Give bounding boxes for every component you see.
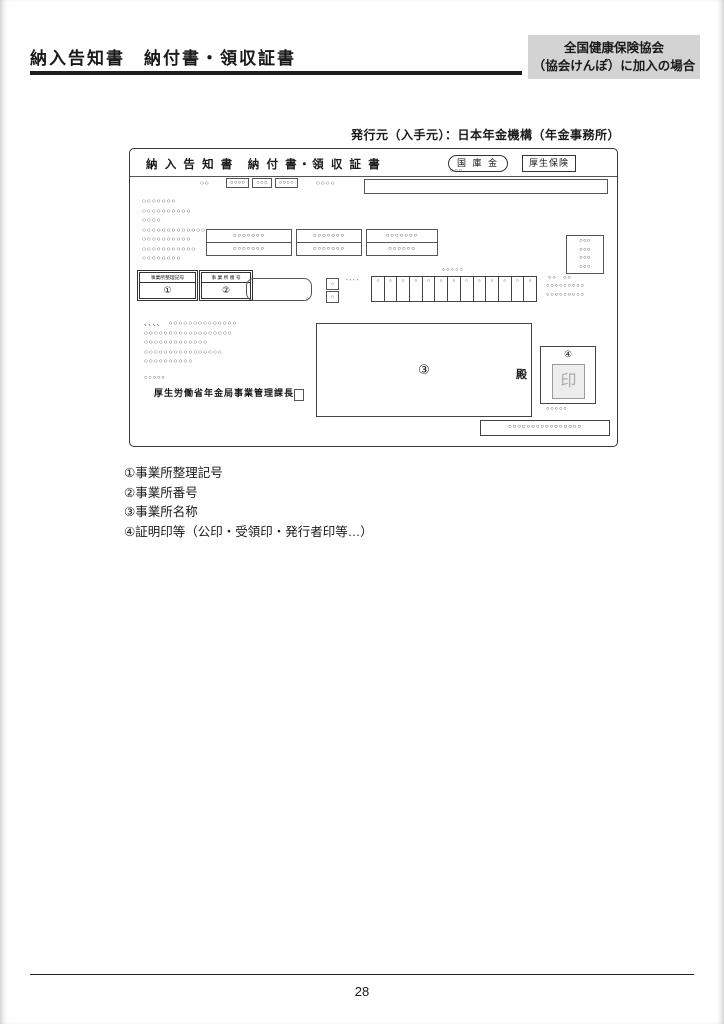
dono-honorific: 殿 [516,369,527,381]
mid-field-row: ○○○○○○○ [297,242,361,255]
amount-grid-cell: ○ [472,277,486,301]
top-long-field [364,179,608,194]
office-name-number: ③ [418,362,430,377]
mid-field-box: ○○○○○○○ ○○○○○○○ [296,229,362,256]
jigyosho-seiri-kigo-label: 事業所整理記号 [140,273,195,283]
legend-item-1: ①事業所整理記号 [124,466,223,480]
placeholder-line: ○○○○○○○○○○○○○○○○○○ [144,329,233,337]
title-underline [30,71,522,75]
jigyosho-bango-label: 事 業 所 番 号 [202,273,250,283]
top-cell-row: ○○○○ ○○○ ○○○○ [226,178,299,188]
jigyosho-seiri-kigo-box: 事業所整理記号 ① [136,269,199,302]
mid-field-box: ○○○○○○○ ○○○○○○○ [206,229,292,256]
amount-grid-cell: ○ [485,277,498,301]
mid-field-row: ○○○○○○○ [232,233,266,239]
placeholder-line: ○○○○○○○○ [142,255,182,262]
right-pair-placeholder: ○○ ○○ [548,275,572,281]
legend-item-2: ②事業所番号 [124,485,198,500]
right-line-placeholder: ○○○○○○○○○ [546,283,585,289]
amount-grid-cell: ○ [421,277,435,301]
placeholder-line: ○○○○○○○○○○ [144,358,194,365]
form-number-box: ○○○○○○○○○○○○○○○○ [480,420,610,436]
placeholder-line: ○○○○○○○○○○ [142,236,192,243]
left-placeholder-block: ○○○○○○○ ○○○○○○○○○○ ○○○○ ○○○○○○○○○○○○○ ○○… [142,197,206,264]
placeholder-line: ○○○○○○○○○○○ [142,245,197,253]
top-right-placeholder: ○○○ [450,168,463,174]
footer-rule [30,974,694,975]
jigyosho-bango-value: ② [221,285,231,295]
tick-marks: 、、、、 [346,276,363,282]
amount-grid-cell: ○ [497,277,511,301]
placeholder-line: ○○○○○○○○○○ [142,207,192,215]
placeholder-line: 、、、、 ○○○○○○○○○○○○○○ [144,320,238,327]
amount-grid-cell: ○ [434,277,447,301]
source-note: 発行元（入手元）：日本年金機構（年金事務所） [350,128,620,142]
mid-field-row: ○○○○○○○ [207,242,291,255]
page-title: 納入告知書 納付書・領収証書 [30,49,296,68]
rounded-field-mark: ○ [306,296,310,301]
mid-field-row: ○○○○○○○ [312,233,346,239]
right-box-line: ○○○ [579,263,591,270]
mid-field-box: ○○○○○○○ ○○○○○○ [366,229,438,256]
top-cell: ○○○○ [226,178,250,188]
placeholder-line: ○○○○○○○○○○○○○ [144,339,209,346]
issuer-seal-box [294,389,304,401]
legend-item-3: ③事業所名称 [124,505,198,519]
top-cell: ○○○○ [274,178,299,188]
jigyosho-seiri-kigo-value: ① [163,285,172,295]
placeholder-line: ○○○○○○○○○○○○○ [142,226,207,234]
jigyosho-bango-box: 事 業 所 番 号 ② [198,269,254,302]
legend-item-4: ④証明印等（公印・受領印・発行者印等…） [124,524,373,539]
legend: ①事業所整理記号 ②事業所番号 ③事業所名称 ④証明印等（公印・受領印・発行者印… [124,464,373,542]
form-title: 納 入 告 知 書 納 付 書・領 収 証 書 [146,159,382,171]
kenpo-badge-line1: 全国健康保険協会 [563,41,664,55]
stacked-cell: ○ [326,278,339,290]
amount-grid-cell: ○ [523,277,536,301]
top-cell: ○○○ [252,178,272,188]
kokko-kin-oval: 国 庫 金 [448,155,508,172]
sample-payment-form: 納 入 告 知 書 納 付 書・領 収 証 書 国 庫 金 厚生保険 ○○ ○○… [129,148,618,447]
amount-grid-cell: ○ [376,278,380,283]
kosei-hoken-box: 厚生保険 [522,155,576,172]
office-name-box: ③ 殿 [316,323,532,417]
form-title-divider [130,176,617,177]
amount-grid-cell: ○ [409,277,422,301]
kenpo-case-badge: 全国健康保険協会 （協会けんぽ）に加入の場合 [528,35,700,80]
top-lead-placeholder: ○○ [200,180,210,187]
page-number: 28 [354,984,370,999]
stacked-cells: ○ ○ [326,278,339,304]
stamp-below-placeholder: ○○○○○ [546,406,568,412]
right-box-line: ○○○ [579,246,591,253]
placeholder-line: ○○○○○○○○○○○○○○○○ [144,348,223,356]
amount-grid-cell: ○ [383,277,397,301]
certification-stamp-box: ④ 印 [540,346,596,404]
placeholder-line: ○○○○ [142,217,162,224]
address-placeholder-block: 、、、、 ○○○○○○○○○○○○○○ ○○○○○○○○○○○○○○○○○○ ○… [144,319,237,367]
kenpo-badge-line2: （協会けんぽ）に加入の場合 [532,59,696,74]
right-box-line: ○○○ [579,255,591,261]
issuer-title: 厚生労働省年金局事業管理課長 [154,388,295,398]
amount-grid-header: ○○○○○ [441,267,465,273]
amount-grid-cell: ○ [510,277,524,301]
right-box-line: ○○○ [579,238,591,244]
stamp-seal-icon: 印 [552,364,585,399]
top-after-placeholder: ○○○○ [316,180,336,187]
stacked-cell: ○ [326,291,339,303]
right-line-placeholder: ○○○○○○○○○ [546,292,585,298]
rounded-field [246,278,312,301]
stamp-number: ④ [563,349,573,359]
mid-field-row: ○○○○○○ [367,242,437,255]
amount-grid-cell: ○ [447,277,460,301]
mid-field-row: ○○○○○○○ [385,233,419,239]
amount-grid-cell: ○ [396,277,409,301]
amount-grid-cell: ○ [459,277,473,301]
placeholder-line: ○○○○○○○ [142,198,177,205]
amount-grid: ○ ○ ○ ○ ○ ○ ○ ○ ○ ○ ○ ○ ○ [371,276,537,302]
right-small-box: ○○○ ○○○ ○○○ ○○○ [566,235,604,274]
issuer-pre-placeholder: ○○○○○ [144,375,166,381]
